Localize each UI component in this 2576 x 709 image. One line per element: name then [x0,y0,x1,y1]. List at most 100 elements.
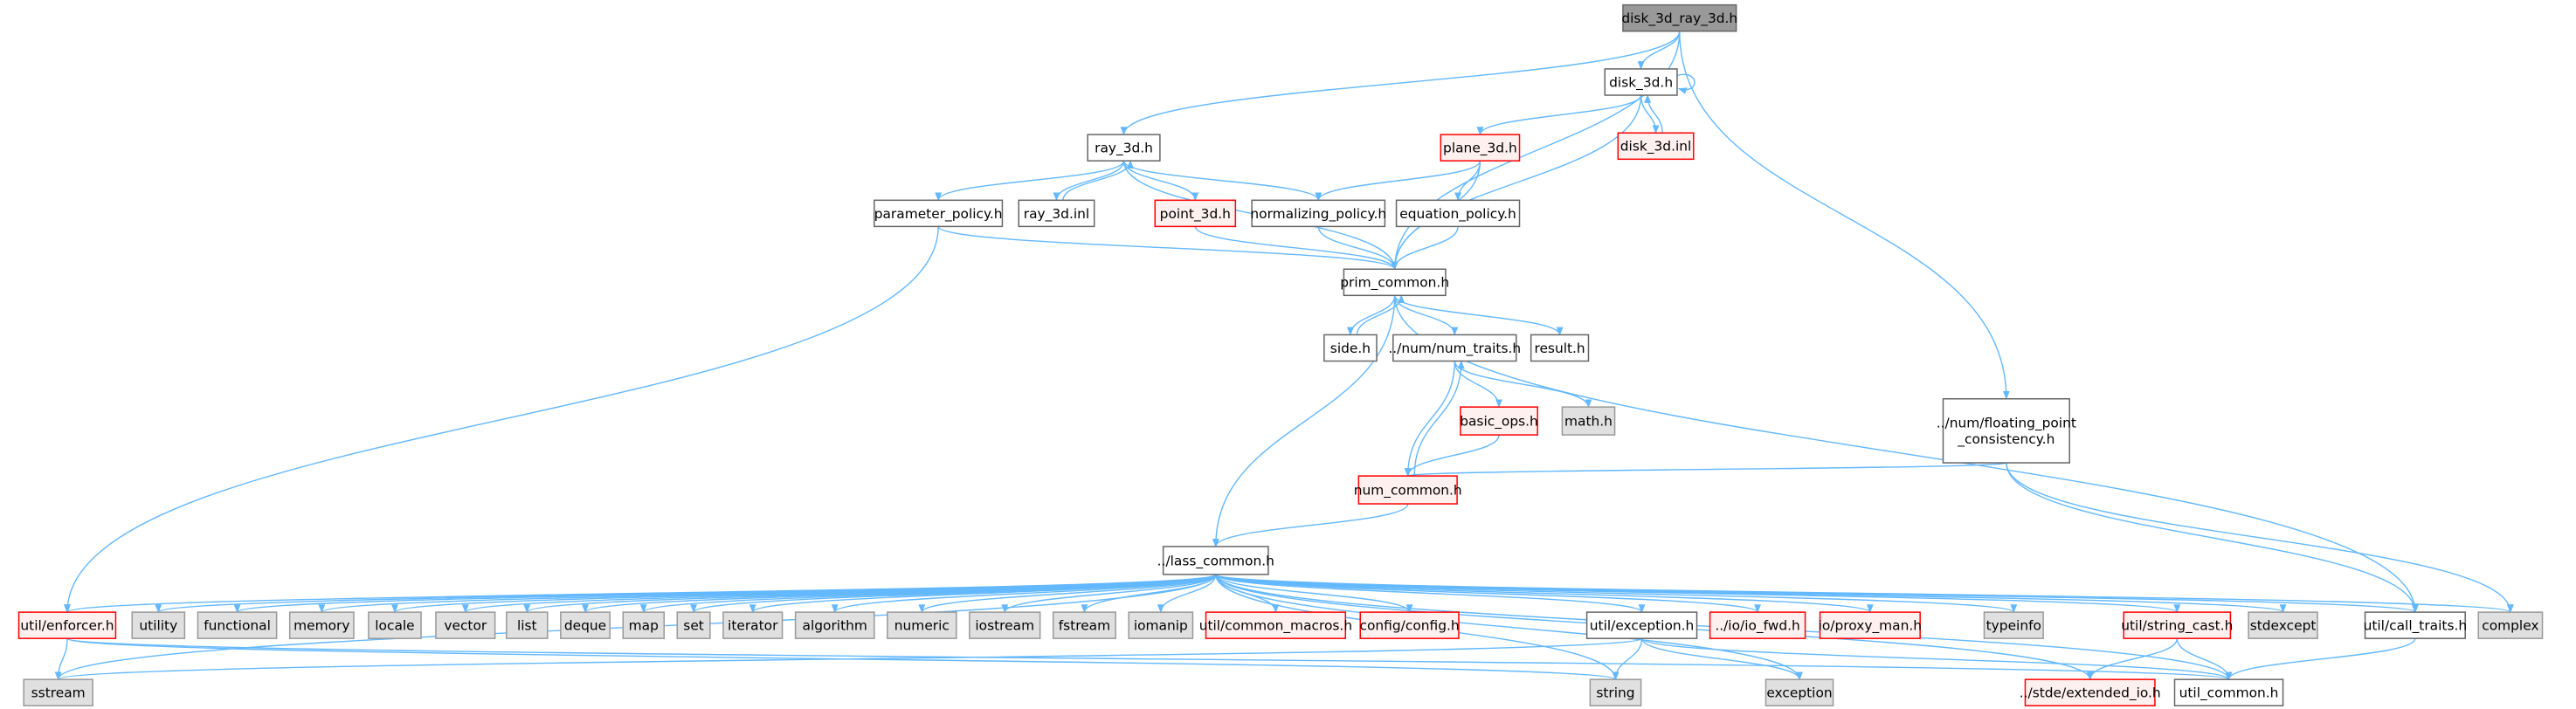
node-ray-3d[interactable]: ray_3d.h [1087,134,1161,162]
node-exception[interactable]: exception [1765,678,1834,706]
node-label: iomanip [1134,618,1188,634]
node-root[interactable]: disk_3d_ray_3d.h [1621,3,1737,32]
node-box [887,611,957,639]
node-string[interactable]: string [1589,678,1642,706]
node-box [1359,611,1460,639]
node-iostream[interactable]: iostream [969,611,1041,639]
node-locale[interactable]: locale [368,611,422,639]
node-box [435,611,496,639]
edge-disk_3d-to-disk_3d [1676,73,1695,94]
node-proxy-man[interactable]: io/proxy_man.h [1819,611,1922,639]
edge-point_3d-to-prim_common [1194,226,1398,271]
node-util-common[interactable]: util_common.h [2173,678,2284,706]
node-config[interactable]: config/config.h [1359,611,1460,639]
node-box [794,611,875,639]
node-label: ../stde/extended_io.h [2020,685,2161,702]
edge-exception_h-to-sstream [55,637,1643,681]
node-box [2123,611,2232,639]
node-label: typeinfo [1986,618,2041,634]
node-plane-3d[interactable]: plane_3d.h [1440,134,1521,162]
node-equation-policy[interactable]: equation_policy.h [1395,199,1521,228]
node-ray-3d-inl[interactable]: ray_3d.inl [1018,199,1095,228]
edge-parameter_policy-to-enforcer [64,226,939,614]
node-box [1392,334,1517,362]
node-disk-3d-inl[interactable]: disk_3d.inl [1617,132,1695,161]
node-map[interactable]: map [622,611,665,639]
node-call-traits[interactable]: util/call_traits.h [2364,611,2468,639]
node-exception-h[interactable]: util/exception.h [1585,611,1698,639]
node-algorithm[interactable]: algorithm [794,611,875,639]
node-box [1154,199,1237,228]
edge-prim_common-to-lass_common [1212,295,1396,547]
node-io-fwd[interactable]: ../io/io_fwd.h [1709,611,1806,639]
node-list[interactable]: list [506,611,549,639]
edge-ray_3d-to-normalizing_policy [1122,160,1323,202]
node-label: parameter_policy.h [874,206,1003,223]
node-label: ../num/num_traits.h [1388,341,1521,357]
edge-disk_3d_inl-to-disk_3d [1644,94,1663,134]
node-functional[interactable]: functional [197,611,278,639]
node-label: util_common.h [2179,685,2279,702]
node-result[interactable]: result.h [1530,334,1590,362]
node-point-3d[interactable]: point_3d.h [1154,199,1237,228]
node-parameter-policy[interactable]: parameter_policy.h [874,199,1004,228]
node-string-cast[interactable]: util/string_cast.h [2121,611,2233,639]
node-num-traits[interactable]: ../num/num_traits.h [1388,334,1521,362]
node-label: util/exception.h [1590,618,1695,634]
node-label: config/config.h [1360,618,1460,634]
node-box [1617,132,1695,161]
node-lass-common[interactable]: ../lass_common.h [1157,546,1274,575]
node-box [368,611,422,639]
node-box [676,611,711,639]
node-deque[interactable]: deque [560,611,611,639]
node-math[interactable]: math.h [1561,406,1616,436]
node-label: ../io/io_fwd.h [1715,618,1800,635]
node-fstream[interactable]: fstream [1052,611,1116,639]
node-common-macros[interactable]: util/common_macros.h [1199,611,1352,639]
node-numeric[interactable]: numeric [887,611,957,639]
node-memory[interactable]: memory [288,611,355,639]
node-box [1052,611,1116,639]
edge-prim_common-to-num_traits [1393,295,1459,336]
node-prim-common[interactable]: prim_common.h [1340,268,1449,297]
node-extended-io[interactable]: ../stde/extended_io.h [2020,678,2161,706]
node-label: normalizing_policy.h [1250,206,1386,223]
node-vector[interactable]: vector [435,611,496,639]
node-label: equation_policy.h [1399,206,1516,223]
node-utility[interactable]: utility [131,611,186,639]
node-normalizing-policy[interactable]: normalizing_policy.h [1250,199,1386,228]
node-enforcer[interactable]: util/enforcer.h [17,611,117,639]
node-box [560,611,611,639]
node-complex[interactable]: complex [2477,611,2544,639]
node-side[interactable]: side.h [1323,334,1378,362]
edge-exception_h-to-exception [1640,637,1803,681]
node-floating-point[interactable]: ../num/floating_point_consistency.h [1937,397,2076,464]
node-box [1604,68,1678,96]
node-label: point_3d.h [1160,206,1231,223]
node-iomanip[interactable]: iomanip [1128,611,1194,639]
node-label: memory [294,618,349,634]
node-num-common[interactable]: num_common.h [1354,475,1462,505]
node-label: numeric [894,618,950,634]
edge-equation_policy-to-prim_common [1391,226,1459,271]
node-stdexcept[interactable]: stdexcept [2248,611,2318,639]
node-sstream[interactable]: sstream [23,678,93,706]
node-basic-ops[interactable]: basic_ops.h [1460,406,1538,436]
node-iterator[interactable]: iterator [722,611,784,639]
edge-ray_3d-to-parameter_policy [935,160,1125,202]
edge-parameter_policy-to-prim_common [937,225,1398,271]
node-label: ray_3d.h [1095,141,1153,157]
edge-num_common-to-lass_common [1212,503,1409,547]
edge-ray_3d_inl-to-ray_3d [1062,160,1134,201]
node-typeinfo[interactable]: typeinfo [1983,611,2044,639]
node-label: iostream [975,618,1034,634]
node-disk-3d[interactable]: disk_3d.h [1604,68,1678,96]
edge-exception_h-to-util_common [1640,637,2233,681]
node-set[interactable]: set [676,611,711,639]
node-box [2248,611,2318,639]
node-box [17,611,117,639]
edge-lass_common-to-typeinfo [1215,574,2017,614]
edge-lass_common-to-numeric [918,574,1217,614]
node-label: ../num/floating_point [1937,415,2076,431]
node-label: exception [1766,685,1832,701]
